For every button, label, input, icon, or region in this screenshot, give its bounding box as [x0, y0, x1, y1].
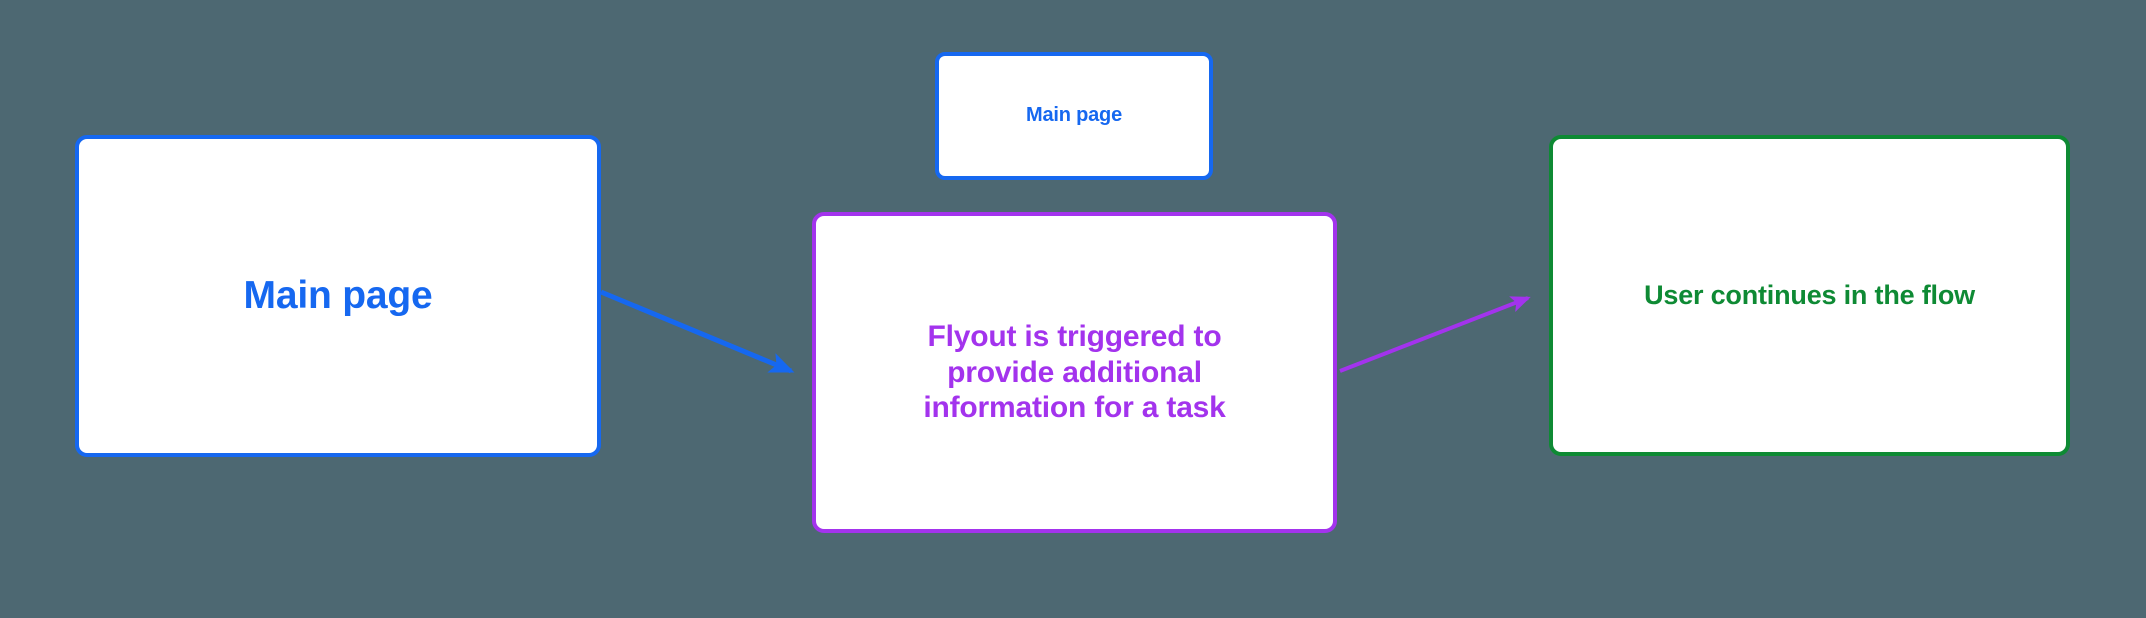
node-user-continues-label: User continues in the flow	[1644, 279, 1975, 310]
node-main-page-small[interactable]: Main page	[935, 52, 1213, 180]
node-main-page-small-label: Main page	[1026, 104, 1122, 127]
node-user-continues[interactable]: User continues in the flow	[1549, 135, 2070, 456]
node-flyout[interactable]: Flyout is triggered to provide additiona…	[812, 212, 1337, 533]
node-main-page-large[interactable]: Main page	[75, 135, 601, 457]
node-main-page-large-label: Main page	[243, 273, 433, 317]
connector-flyout-to-user-continues	[1339, 296, 1531, 373]
connector-main-page-to-flyout	[600, 289, 795, 374]
node-flyout-label: Flyout is triggered to provide additiona…	[923, 320, 1226, 425]
